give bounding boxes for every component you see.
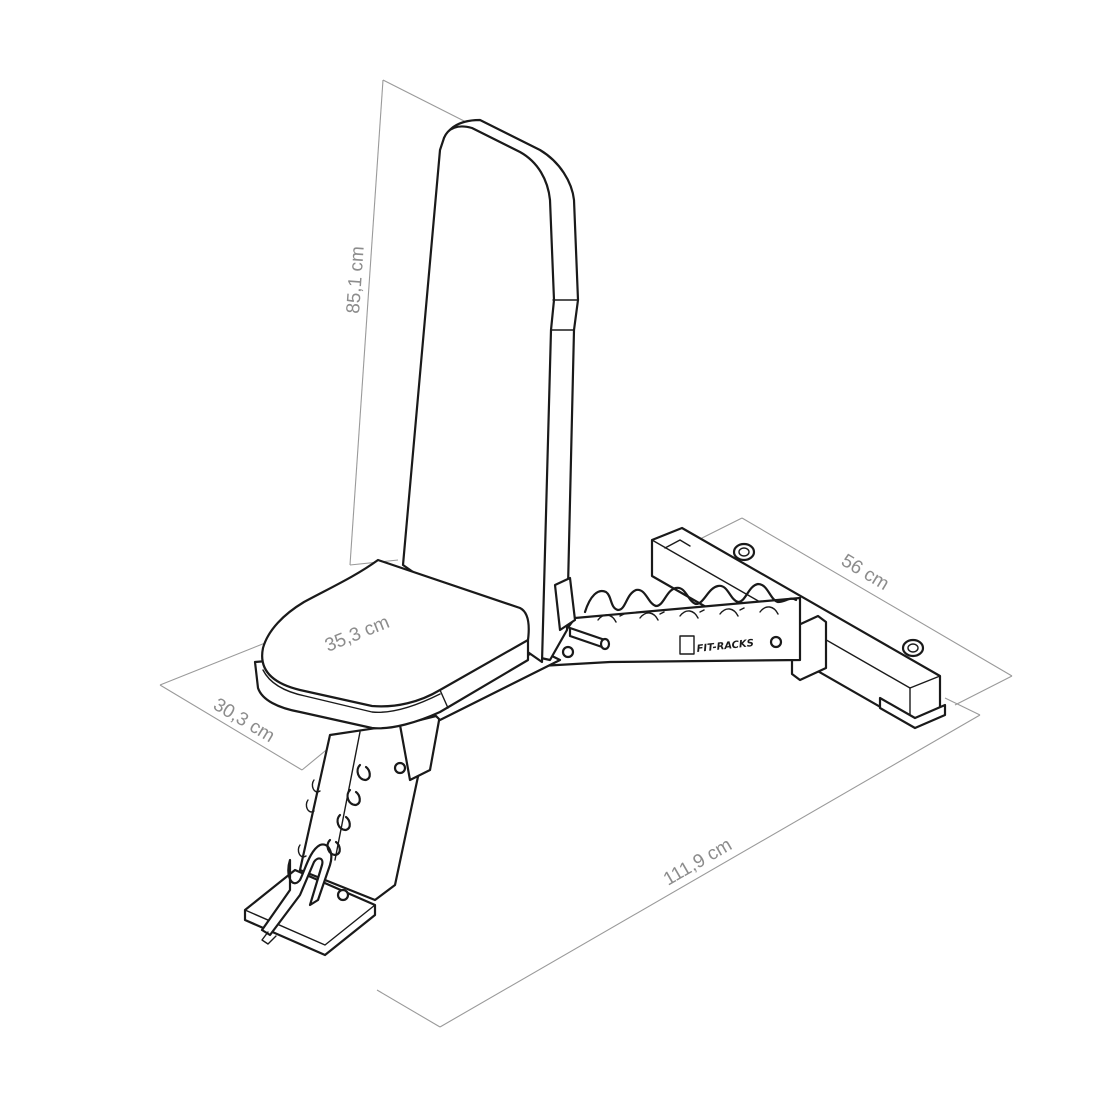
rear-wheel-left-hub: [738, 547, 750, 557]
dim-ext-rear-leg-left: [697, 517, 743, 541]
backrest-front: [401, 125, 556, 664]
front-leg-bolt-top: [393, 761, 407, 775]
dimension-lines: [159, 79, 1013, 1028]
backrest: [401, 118, 580, 664]
seat-adjust-holes: [326, 763, 371, 857]
dim-line-total-length: [439, 714, 981, 1028]
seat-top: [261, 558, 530, 708]
seat-adjust-pin-knob[interactable]: [261, 931, 277, 945]
dim-line-height: [349, 79, 384, 566]
backrest-seam: [550, 299, 579, 331]
rail-notch-inner: [597, 606, 779, 623]
label-backrest-height: 85,1 cm: [343, 245, 369, 314]
brand-logo-mark: [679, 635, 695, 655]
front-leg-assembly: [243, 713, 442, 957]
label-rear-leg-width: 56 cm: [837, 550, 892, 595]
rear-wheel-right: [901, 638, 925, 658]
rail-position-marks: [619, 607, 745, 617]
rear-foot-pad: [878, 696, 947, 730]
seat-corner-line: [439, 689, 449, 709]
front-leg-bolt-bottom: [336, 888, 350, 902]
rail-notches: [583, 582, 798, 614]
dim-line-rear-leg: [741, 517, 1013, 677]
rear-wheel-left: [732, 542, 756, 562]
seat-edge-line: [262, 669, 441, 714]
rail-support-pin-end: [599, 637, 611, 651]
front-leg-side-clips: [297, 779, 321, 858]
rear-leg-end-cap: [664, 539, 691, 549]
dim-ext-length-right: [944, 697, 981, 716]
rear-wheel-right-hub: [907, 643, 919, 653]
adjustment-rail: FIT-RACKS: [538, 582, 802, 668]
dim-line-seat-depth: [159, 684, 303, 771]
rail-bolt-right: [769, 635, 783, 649]
backrest-support-post: [553, 576, 577, 632]
dim-ext-rear-leg-right: [954, 675, 1013, 706]
rail-bolt-left: [561, 645, 575, 659]
dim-ext-height-top: [382, 79, 471, 125]
seat: [253, 558, 530, 730]
dim-ext-length-left: [376, 989, 441, 1028]
